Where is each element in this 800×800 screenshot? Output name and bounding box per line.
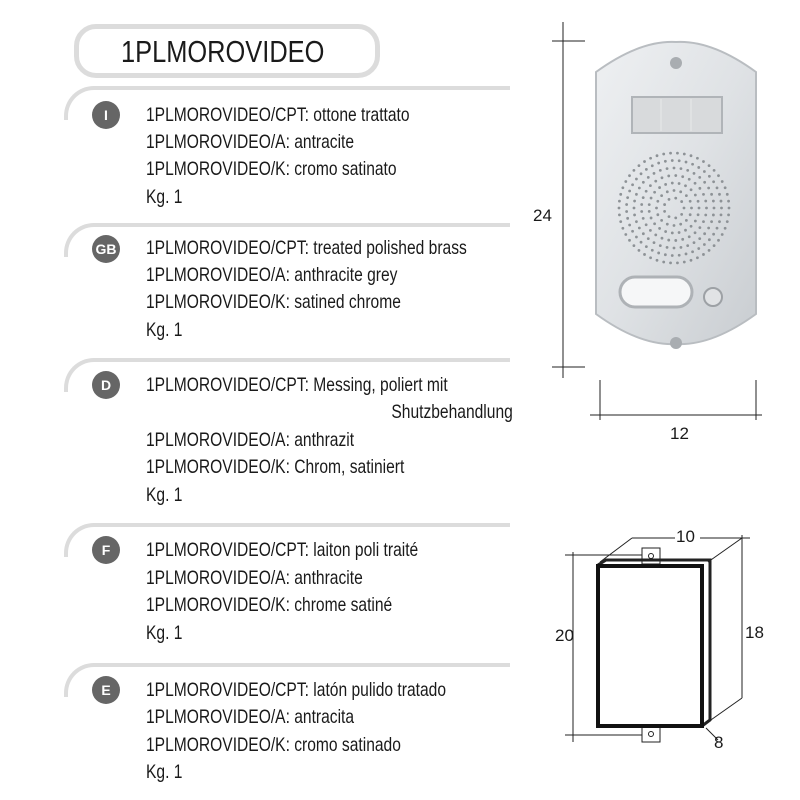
back-box: [596, 564, 704, 728]
weight-line: Kg. 1: [146, 484, 183, 506]
spec-line: 1PLMOROVIDEO/A: anthracite grey: [146, 264, 398, 286]
language-badge-es: E: [92, 676, 120, 704]
dimension-panel-height: 24: [533, 206, 552, 225]
language-badge-gb: GB: [92, 235, 120, 263]
spec-line: 1PLMOROVIDEO/CPT: latón pulido tratado: [146, 679, 447, 701]
section-divider: [64, 523, 510, 557]
dimension-panel-width: 12: [670, 424, 689, 443]
section-divider: [64, 358, 510, 392]
section-divider: [64, 663, 510, 697]
name-label-window: [631, 96, 723, 134]
section-divider: [64, 86, 510, 120]
spec-line: 1PLMOROVIDEO/CPT: treated polished brass: [146, 237, 467, 259]
language-badge-fr: F: [92, 536, 120, 564]
language-badge-de: D: [92, 371, 120, 399]
product-title: 1PLMOROVIDEO: [121, 34, 325, 69]
dimension-box-depth: 8: [714, 733, 724, 752]
spec-line: 1PLMOROVIDEO/K: satined chrome: [146, 291, 401, 313]
weight-line: Kg. 1: [146, 319, 183, 341]
dimension-box-height-back: 18: [745, 623, 764, 642]
spec-line: 1PLMOROVIDEO/CPT: ottone trattato: [146, 104, 410, 126]
language-badge-it: I: [92, 101, 120, 129]
weight-line: Kg. 1: [146, 761, 183, 783]
panel-plate: [595, 40, 757, 346]
weight-line: Kg. 1: [146, 186, 183, 208]
speaker-grille: [617, 151, 731, 265]
spec-line: 1PLMOROVIDEO/A: antracite: [146, 131, 355, 153]
spec-line: 1PLMOROVIDEO/CPT: laiton poli traité: [146, 539, 419, 561]
spec-line: 1PLMOROVIDEO/A: anthracite: [146, 567, 363, 589]
weight-line: Kg. 1: [146, 622, 183, 644]
spec-line: 1PLMOROVIDEO/A: antracita: [146, 706, 355, 728]
spec-line: 1PLMOROVIDEO/K: cromo satinato: [146, 158, 397, 180]
spec-line: 1PLMOROVIDEO/K: Chrom, satiniert: [146, 456, 405, 478]
dimension-box-width: 10: [676, 527, 695, 546]
spec-line: 1PLMOROVIDEO/CPT: Messing, poliert mit: [146, 374, 448, 396]
call-button-window: [618, 275, 694, 309]
spec-line: Shutzbehandlung: [391, 401, 513, 423]
call-button: [703, 287, 723, 307]
product-title-box: 1PLMOROVIDEO: [74, 24, 380, 78]
spec-line: 1PLMOROVIDEO/A: anthrazit: [146, 429, 355, 451]
section-divider: [64, 223, 510, 257]
spec-line: 1PLMOROVIDEO/K: chrome satiné: [146, 594, 393, 616]
spec-line: 1PLMOROVIDEO/K: cromo satinado: [146, 734, 401, 756]
dimension-box-height-front: 20: [555, 626, 574, 645]
